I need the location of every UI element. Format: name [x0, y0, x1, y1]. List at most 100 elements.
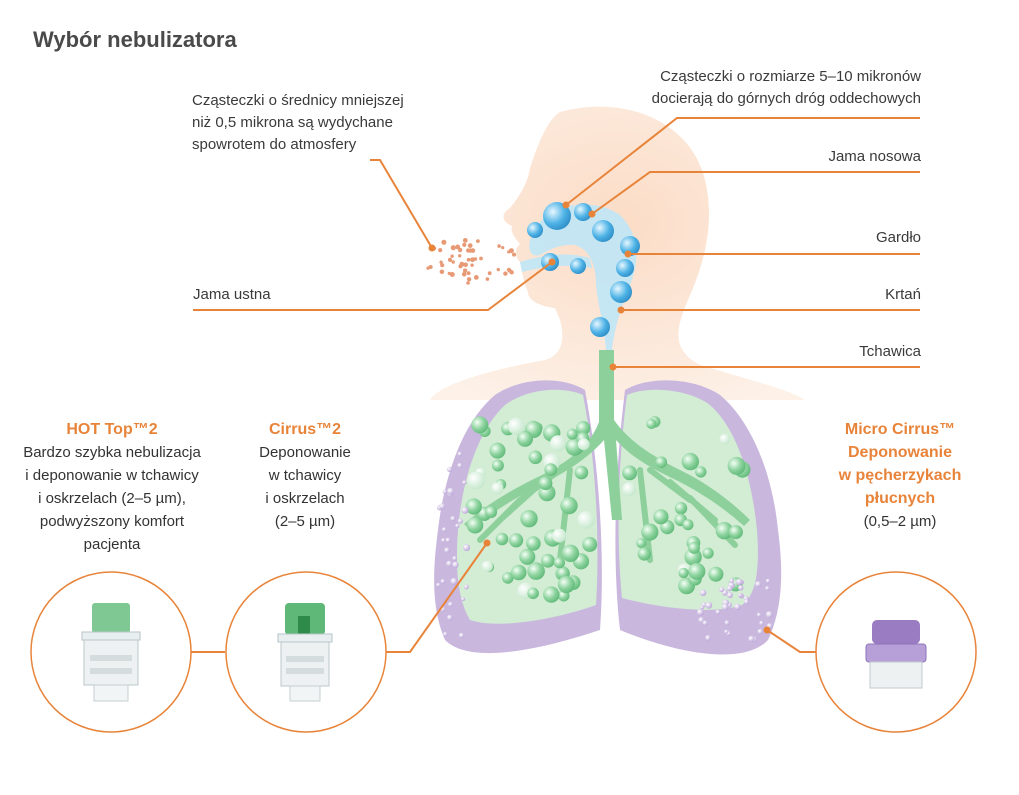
lung-particle	[715, 522, 733, 540]
exhaled-particle	[439, 269, 445, 275]
alveoli-particle	[729, 578, 735, 584]
label-larynx: Krtań	[885, 286, 921, 303]
lung-particle	[471, 416, 489, 434]
alveoli-particles	[436, 451, 773, 643]
lung-particle	[544, 463, 558, 477]
lung-particle	[582, 536, 598, 552]
exhaled-particle	[497, 244, 501, 248]
lung-particle	[566, 428, 578, 440]
lung-particle	[727, 456, 746, 475]
exhaled-particle	[462, 242, 467, 247]
lung-particle	[541, 553, 555, 568]
lung-particle	[502, 572, 514, 584]
lung-particle	[481, 560, 493, 572]
alveoli-particle	[755, 581, 762, 588]
lung-particle	[557, 575, 576, 594]
alveoli-particle	[446, 560, 453, 567]
alveoli-particle	[759, 620, 764, 626]
leader-dots	[428, 201, 771, 634]
lung-particle	[622, 482, 637, 497]
exhaled-particle	[468, 248, 473, 253]
alveoli-particle	[699, 589, 707, 596]
exhaled-particle	[455, 244, 461, 250]
cirrus-name: Cirrus™2	[268, 421, 342, 438]
exhaled-particle	[451, 260, 455, 264]
particle-larynx	[610, 281, 632, 303]
alveoli-particle	[458, 632, 465, 639]
device-cirrus[interactable]	[225, 571, 387, 733]
lung-particle	[636, 538, 647, 549]
lung-particle	[728, 525, 743, 540]
lung-particle	[688, 562, 706, 580]
alveoli-particle	[447, 614, 453, 621]
airway	[520, 202, 640, 350]
exhaled-particle	[466, 277, 472, 282]
alveoli-particle	[737, 593, 743, 598]
lung-particle	[489, 442, 506, 459]
exhaled-particle	[428, 265, 433, 269]
lung-particle	[574, 465, 589, 480]
alveoli-particle	[724, 629, 729, 634]
lung-particle	[491, 482, 504, 495]
alveoli-particle	[450, 516, 456, 522]
alveoli-particle	[442, 489, 448, 495]
device-hottop[interactable]	[30, 571, 192, 733]
alveoli-particle	[444, 547, 450, 553]
exhaled-particle	[467, 243, 473, 249]
alveoli-particle	[702, 620, 708, 626]
lung-particle	[577, 511, 595, 529]
exhaled-particle	[459, 261, 465, 267]
exhaled-particle	[449, 272, 455, 277]
lung-particle	[561, 544, 580, 562]
exhaled-particle	[466, 281, 470, 285]
alveoli-particle	[455, 523, 460, 528]
particle-nasal-2	[574, 203, 592, 221]
lung-particle	[682, 519, 694, 531]
alveoli-particle	[721, 603, 729, 611]
exhaled-particle	[450, 245, 456, 251]
alveoli-particle	[743, 599, 750, 605]
lung-particles	[465, 416, 751, 603]
alveoli-particle	[698, 617, 705, 623]
lung-particle	[526, 536, 541, 551]
lung-particle	[655, 456, 668, 469]
alveoli-particle	[705, 601, 713, 609]
particle-mouth-2	[570, 258, 586, 274]
alveoli-particle	[450, 577, 458, 585]
alveoli-particle	[705, 635, 711, 641]
alveoli-particle	[734, 603, 741, 610]
lung-particle	[485, 506, 498, 518]
alveoli-particle	[697, 608, 704, 616]
alveoli-particle	[756, 612, 762, 618]
lung-particle	[495, 532, 509, 546]
alveoli-particle	[757, 628, 764, 635]
lung-particle	[507, 417, 525, 435]
alveoli-particle	[452, 556, 458, 561]
alveoli-particle	[463, 544, 470, 552]
particle-larynx-2	[590, 317, 610, 337]
lung-particle	[695, 466, 707, 478]
exhaled-particle	[466, 271, 471, 276]
lung-particle	[576, 421, 591, 436]
lung-particle	[719, 433, 731, 445]
exhaled-particle	[441, 239, 447, 245]
exhaled-particle	[439, 260, 443, 264]
alveoli-particle	[445, 537, 451, 543]
lung-particle	[520, 510, 538, 528]
device-microcirrus[interactable]	[815, 571, 977, 733]
alveoli-particle	[765, 586, 770, 591]
alveoli-particle	[701, 602, 707, 607]
lung-particle	[653, 509, 669, 525]
exhaled-particle	[470, 263, 474, 267]
alveoli-particle	[440, 579, 446, 584]
lung-particle	[528, 450, 543, 465]
label-exhaled: Cząsteczki o średnicy mniejszej niż 0,5 …	[192, 92, 404, 153]
alveoli-particle	[726, 592, 733, 599]
exhaled-particle	[447, 257, 453, 262]
exhaled-particle	[470, 257, 475, 263]
alveoli-particle	[461, 506, 469, 514]
exhaled-particle	[503, 271, 508, 276]
alveoli-particle	[464, 584, 469, 590]
leader-nasal	[591, 171, 920, 215]
